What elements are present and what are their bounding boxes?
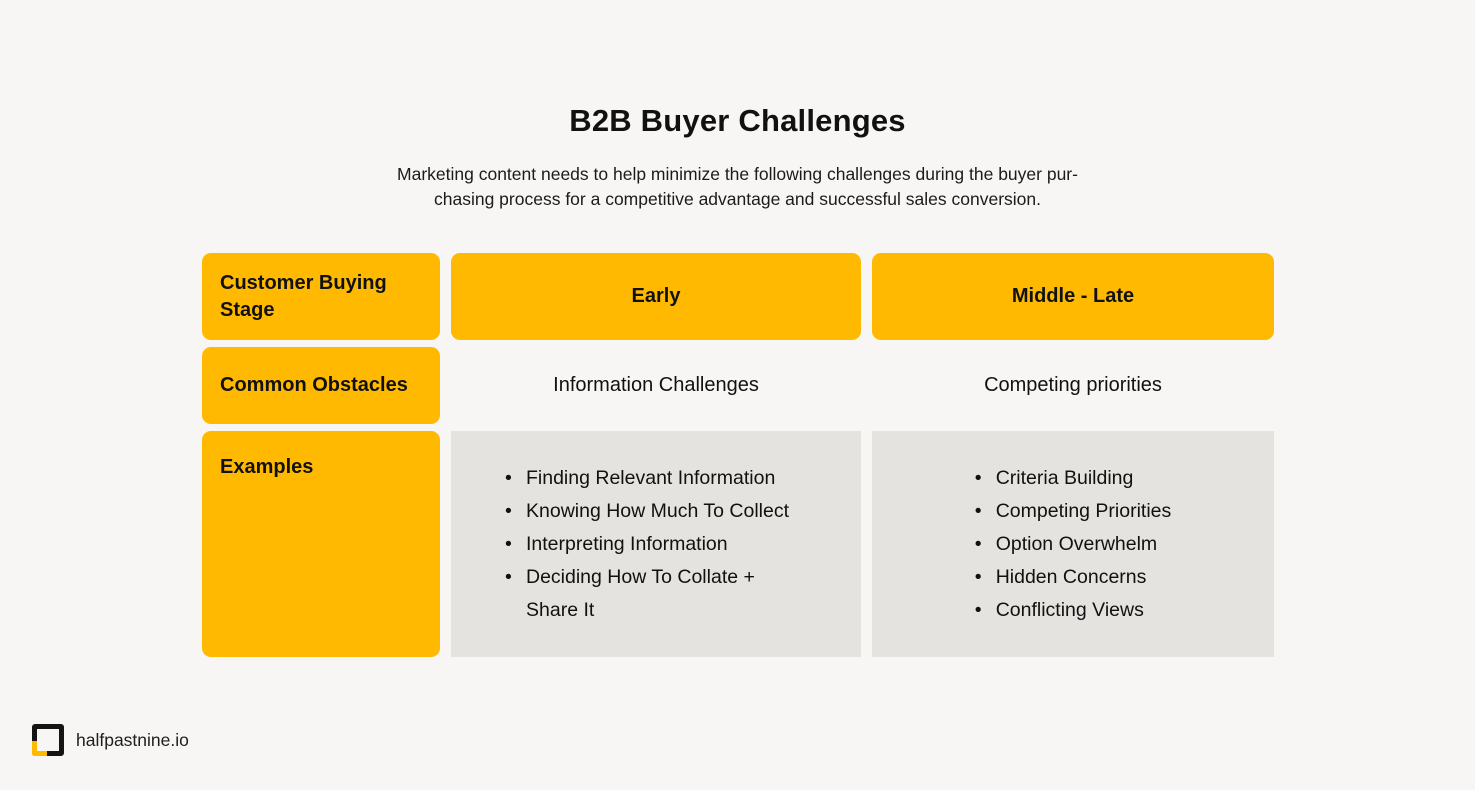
obstacle-text: Information Challenges (553, 374, 759, 396)
bullet-icon: • (974, 565, 982, 588)
column-header-label: Middle - Late (1011, 285, 1135, 307)
challenges-table: Customer Buying Stage Early Middle - Lat… (202, 253, 1274, 657)
bullet-item: • Hidden Concerns (975, 561, 1172, 594)
bullet-item: • Interpreting Information (505, 528, 807, 561)
bullet-text: Hidden Concerns (995, 565, 1147, 588)
bullet-icon: • (974, 499, 982, 522)
row-header-label: Customer Buying Stage (220, 271, 387, 321)
row-header-label: Common Obstacles (220, 374, 408, 396)
bullet-item: • Option Overwhelm (975, 528, 1172, 561)
row-header-common-obstacles: Common Obstacles (202, 347, 440, 424)
bullet-text: Knowing How Much To Collect (526, 499, 790, 522)
bullet-icon: • (505, 532, 512, 555)
bullet-icon: • (505, 466, 512, 489)
bullet-item: • Conflicting Views (975, 594, 1172, 627)
bullet-text: Finding Relevant Information (526, 466, 776, 489)
obstacle-cell-middle-late: Competing priorities (872, 347, 1274, 424)
bullet-icon: • (974, 598, 982, 621)
bullet-icon: • (974, 532, 982, 555)
logo-yellow-corner (32, 741, 47, 756)
bullet-icon: • (505, 565, 512, 588)
page-title: B2B Buyer Challenges (569, 103, 906, 138)
bullet-icon: • (505, 499, 512, 522)
examples-cell-middle-late: •Criteria Building•Competing Priorities•… (872, 431, 1274, 657)
bullet-item: • Deciding How To Collate + Share It (505, 561, 807, 627)
examples-list-early: • Finding Relevant Information • Knowing Ho… (505, 462, 807, 627)
column-header-middle-late: Middle - Late (872, 253, 1274, 340)
examples-cell-early: • Finding Relevant Information • Knowing Ho… (451, 431, 861, 657)
bullet-text: Competing Priorities (995, 499, 1172, 522)
bullet-item: • Criteria Building (975, 462, 1172, 495)
obstacle-text: Competing priorities (984, 374, 1162, 396)
logo-square (32, 724, 64, 756)
subtitle-line-1: Marketing content needs to help minimize… (397, 164, 1078, 184)
bullet-item: • Finding Relevant Information (505, 462, 807, 495)
bullet-text: Criteria Building (995, 466, 1134, 489)
bullet-text: Conflicting Views (995, 598, 1144, 621)
row-header-label: Examples (220, 456, 314, 478)
row-header-examples: Examples (202, 431, 440, 657)
bullet-text: Interpreting Information (526, 532, 728, 555)
subtitle-line-2: chasing process for a competitive advant… (434, 189, 1041, 209)
obstacle-cell-early: Information Challenges (451, 347, 861, 424)
bullet-text: Deciding How To Collate + Share It (526, 565, 755, 621)
column-header-label: Early (631, 285, 681, 307)
column-header-early: Early (451, 253, 861, 340)
bullet-text: Option Overwhelm (995, 532, 1158, 555)
brand-name: halfpastnine.io (76, 729, 189, 750)
row-header-customer-buying-stage: Customer Buying Stage (202, 253, 440, 340)
bullet-icon: • (974, 466, 982, 489)
bullet-item: • Competing Priorities (975, 495, 1172, 528)
page-subtitle: Marketing content needs to help minimize… (0, 162, 1475, 212)
examples-list-middle-late: •Criteria Building•Competing Priorities•… (975, 462, 1172, 627)
bullet-item: • Knowing How Much To Collect (505, 495, 807, 528)
halfpastnine-logo-icon (32, 724, 64, 756)
